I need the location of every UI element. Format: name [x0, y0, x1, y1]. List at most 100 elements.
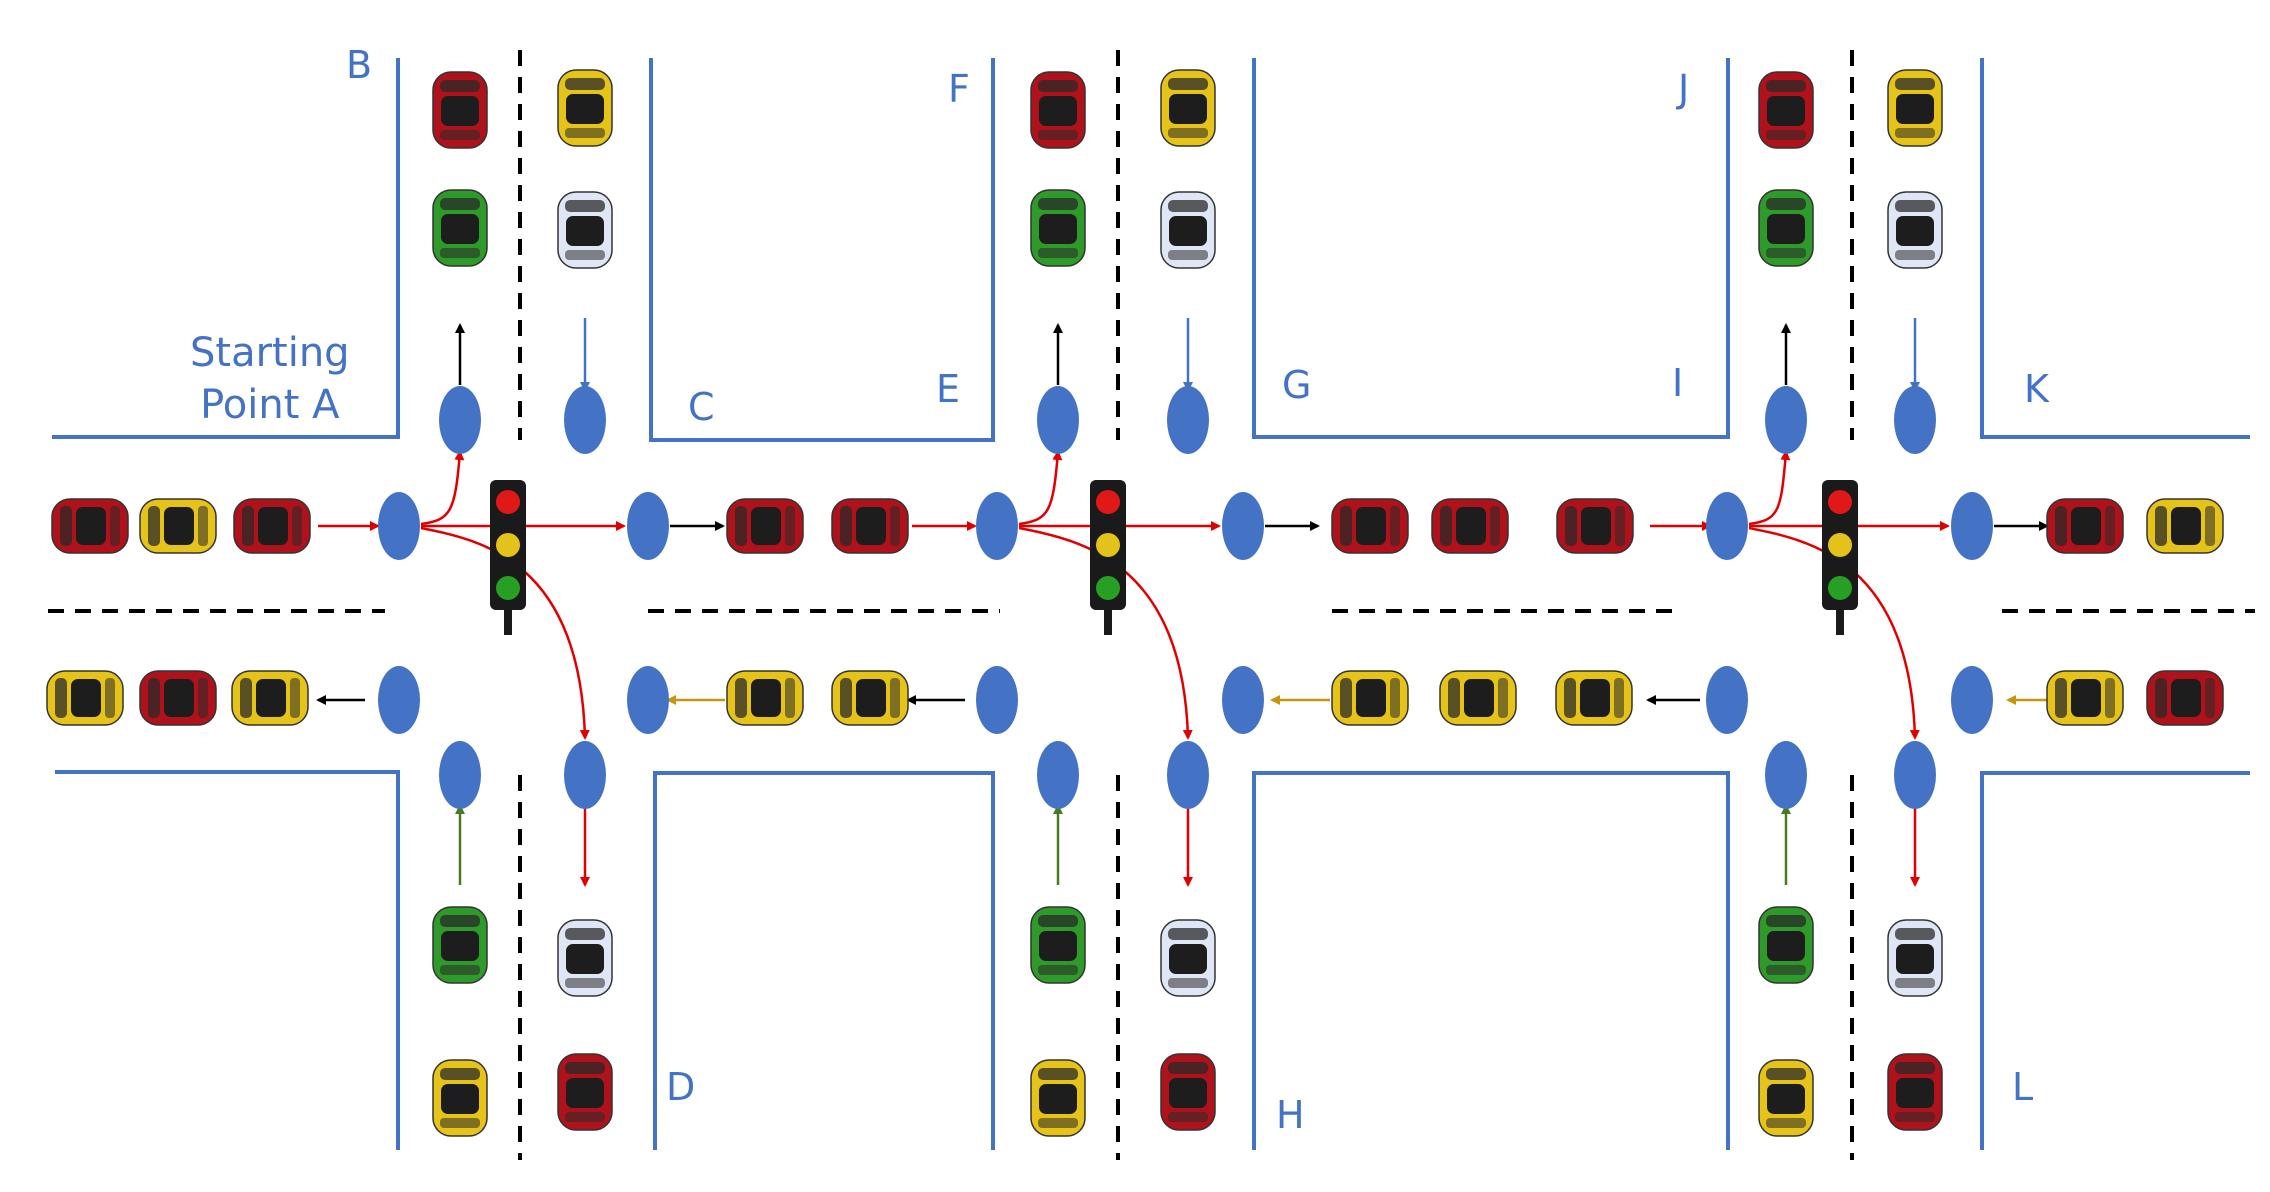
label-b: B	[346, 43, 373, 87]
car-westbound	[2146, 670, 2224, 726]
car-westbound	[1331, 670, 1409, 726]
car-eastbound	[1331, 498, 1409, 554]
label-l: L	[2012, 1065, 2034, 1109]
car-southbound	[1160, 191, 1216, 269]
lane-node	[1894, 741, 1936, 809]
lane-node	[1765, 386, 1807, 454]
car-westbound	[46, 670, 124, 726]
lane-node	[1167, 741, 1209, 809]
road-edge	[653, 771, 995, 1150]
lane-node	[1706, 492, 1748, 560]
car-northbound	[1030, 71, 1086, 149]
label-g: G	[1282, 363, 1312, 407]
car-eastbound	[726, 498, 804, 554]
road-edge	[649, 58, 995, 442]
car-southbound	[1887, 1053, 1943, 1131]
car-northbound	[1030, 906, 1086, 984]
car-southbound	[1160, 69, 1216, 147]
road-edge	[52, 58, 400, 439]
car-northbound	[1758, 906, 1814, 984]
road-edge	[1252, 771, 1730, 1150]
flow-arrow	[1748, 450, 1791, 526]
lane-node	[1167, 386, 1209, 454]
car-eastbound	[1556, 498, 1634, 554]
label-d: D	[666, 1065, 696, 1109]
label-k: K	[2024, 367, 2049, 411]
lane-node	[1894, 386, 1936, 454]
lane-node	[1951, 666, 1993, 734]
car-northbound	[432, 1059, 488, 1137]
car-northbound	[1758, 71, 1814, 149]
lane-node	[1222, 492, 1264, 560]
car-southbound	[1887, 919, 1943, 997]
label-i: I	[1672, 361, 1684, 405]
road-edge	[1980, 771, 2250, 1150]
road-edge	[1980, 58, 2250, 439]
lane-node	[1765, 741, 1807, 809]
car-eastbound	[233, 498, 311, 554]
car-northbound	[1758, 189, 1814, 267]
flow-arrow	[420, 450, 465, 526]
lane-node	[564, 386, 606, 454]
traffic-lights	[490, 480, 1858, 635]
car-northbound	[1030, 1059, 1086, 1137]
traffic-light	[1090, 480, 1126, 635]
car-westbound	[1439, 670, 1517, 726]
lane-node	[439, 741, 481, 809]
lane-node	[1706, 666, 1748, 734]
car-northbound	[432, 189, 488, 267]
lane-node	[1037, 741, 1079, 809]
car-eastbound	[1431, 498, 1509, 554]
traffic-light	[490, 480, 526, 635]
lane-node	[627, 666, 669, 734]
road-edges	[52, 58, 2250, 1150]
car-eastbound	[51, 498, 129, 554]
car-eastbound	[2046, 498, 2124, 554]
car-southbound	[1887, 69, 1943, 147]
car-eastbound	[2146, 498, 2224, 554]
car-southbound	[1160, 1053, 1216, 1131]
car-southbound	[1887, 191, 1943, 269]
car-eastbound	[831, 498, 909, 554]
car-westbound	[831, 670, 909, 726]
label-starting-point-a: Starting Point A	[190, 330, 350, 428]
label-h: H	[1276, 1093, 1305, 1137]
car-southbound	[557, 1053, 613, 1131]
lane-node	[439, 386, 481, 454]
label-j: J	[1678, 67, 1690, 111]
flow-arrow	[1018, 450, 1063, 526]
road-edge	[1252, 58, 1730, 439]
car-northbound	[1030, 189, 1086, 267]
lane-node	[1222, 666, 1264, 734]
road-edge	[55, 770, 400, 1150]
car-westbound	[139, 670, 217, 726]
car-westbound	[1555, 670, 1633, 726]
lane-node	[564, 741, 606, 809]
car-southbound	[557, 919, 613, 997]
car-southbound	[557, 191, 613, 269]
lane-nodes	[378, 386, 1993, 809]
car-southbound	[557, 69, 613, 147]
lane-node	[378, 666, 420, 734]
lane-node	[378, 492, 420, 560]
car-westbound	[231, 670, 309, 726]
car-northbound	[1758, 1059, 1814, 1137]
label-c: C	[688, 385, 715, 429]
car-westbound	[726, 670, 804, 726]
lane-node	[627, 492, 669, 560]
lane-node	[976, 666, 1018, 734]
label-f: F	[948, 67, 970, 111]
car-southbound	[1160, 919, 1216, 997]
lane-node	[976, 492, 1018, 560]
car-northbound	[432, 906, 488, 984]
car-eastbound	[139, 498, 217, 554]
vehicles	[46, 69, 2224, 1137]
lane-dividers	[48, 50, 2255, 1160]
lane-node	[1951, 492, 1993, 560]
label-e: E	[936, 367, 961, 411]
car-westbound	[2046, 670, 2124, 726]
car-northbound	[432, 71, 488, 149]
lane-node	[1037, 386, 1079, 454]
